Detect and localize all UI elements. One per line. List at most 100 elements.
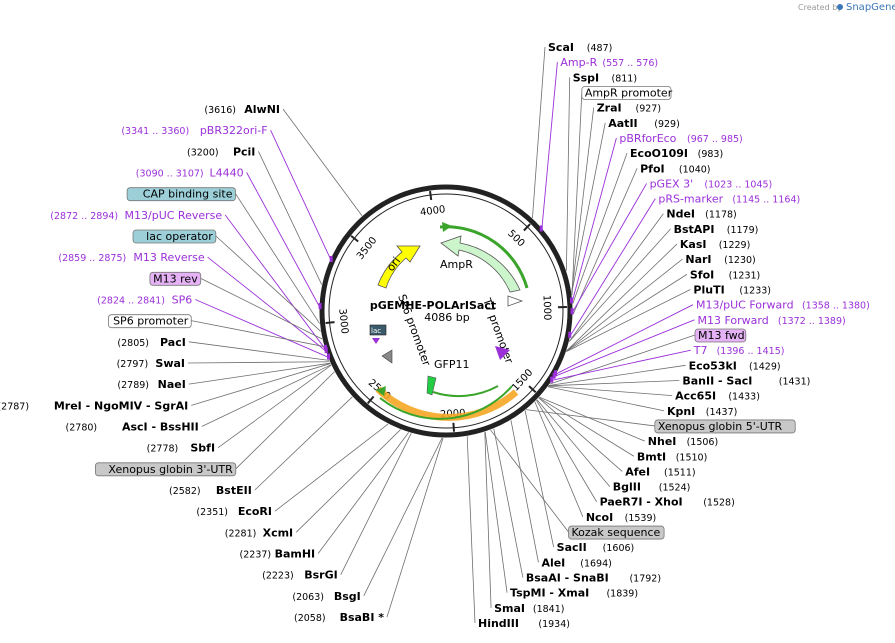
- lac-operator-feature[interactable]: [369, 324, 387, 336]
- feature-name: EcoO109I: [630, 147, 688, 160]
- feature-name: NaeI: [158, 378, 186, 391]
- right-label-28[interactable]: AfeI(1511): [625, 465, 695, 478]
- left-label-17[interactable]: Xenopus globin 3'-UTR: [94, 462, 237, 477]
- left-label-8[interactable]: M13 rev: [149, 271, 202, 286]
- right-label-18[interactable]: M13 Forward(1372 .. 1389): [697, 314, 845, 327]
- t7-feature[interactable]: [495, 346, 510, 360]
- right-label-7[interactable]: EcoO109I(983): [630, 147, 723, 160]
- right-label-0[interactable]: ScaI(487): [548, 41, 612, 54]
- left-label-20[interactable]: XcmI(2281): [225, 526, 293, 539]
- ampr-orf-arrow[interactable]: [439, 225, 529, 289]
- ampr-feature[interactable]: [440, 235, 521, 293]
- m13-rev-feature[interactable]: [372, 338, 380, 344]
- left-label-13[interactable]: NaeI(2789): [117, 378, 185, 391]
- right-label-38[interactable]: HindIII(1934): [478, 617, 570, 630]
- plasmid-size: 4086 bp: [424, 311, 469, 324]
- right-label-32[interactable]: Kozak sequence: [568, 525, 665, 540]
- right-label-2[interactable]: SspI(811): [573, 71, 637, 84]
- left-label-4[interactable]: CAP binding site: [126, 187, 236, 202]
- left-label-22[interactable]: BsrGI(2223): [262, 569, 338, 582]
- feature-position: (2063): [292, 592, 324, 603]
- leader-line: [532, 46, 546, 219]
- feature-name: BstAPI: [674, 223, 715, 236]
- right-label-35[interactable]: BsaAI - SnaBI(1792): [526, 572, 661, 585]
- right-label-17[interactable]: M13/pUC Forward(1358 .. 1380): [696, 299, 870, 312]
- right-label-31[interactable]: NcoI(1539): [586, 511, 656, 524]
- left-label-6[interactable]: lac operator: [132, 229, 217, 244]
- left-label-2[interactable]: PciI(3200): [187, 145, 255, 158]
- right-label-26[interactable]: NheI(1506): [648, 435, 718, 448]
- left-label-24[interactable]: BsaBI *(2058): [294, 611, 384, 624]
- primer-site-marker: [568, 331, 572, 338]
- right-label-3[interactable]: AmpR promoter: [581, 86, 673, 100]
- feature-name: pBR322ori-F: [200, 124, 268, 137]
- leader-line: [207, 256, 326, 351]
- left-label-5[interactable]: M13/pUC Reverse(2872 .. 2894): [50, 209, 222, 222]
- xenopus-utr-feature[interactable]: [375, 386, 519, 421]
- right-label-10[interactable]: pRS-marker(1145 .. 1164): [658, 193, 800, 206]
- left-label-1[interactable]: pBR322ori-F(3341 .. 3360): [121, 124, 267, 137]
- right-label-6[interactable]: pBRforEco(967 .. 985): [619, 132, 742, 145]
- leader-line: [191, 363, 331, 406]
- left-label-23[interactable]: BsgI(2063): [292, 590, 360, 603]
- left-label-10[interactable]: SP6 promoter: [108, 314, 192, 329]
- insert-orf-arrow[interactable]: [379, 385, 513, 420]
- right-label-22[interactable]: BanII - SacI(1431): [682, 374, 810, 387]
- feature-position: (1510): [676, 452, 708, 463]
- left-label-0[interactable]: AlwNI(3616): [204, 103, 280, 116]
- right-label-25[interactable]: Xenopus globin 5'-UTR: [654, 419, 796, 434]
- leader-line: [510, 420, 539, 563]
- right-label-16[interactable]: PluTI(1233): [693, 284, 771, 297]
- feature-name: BmtI: [637, 450, 666, 463]
- gfp11-orf-arrow[interactable]: [432, 385, 499, 398]
- right-label-21[interactable]: Eco53kI(1429): [689, 359, 781, 372]
- left-label-18[interactable]: BstEII(2582): [169, 484, 252, 497]
- right-label-12[interactable]: BstAPI(1179): [674, 223, 759, 236]
- left-label-11[interactable]: PacI(2805): [117, 336, 185, 349]
- ori-feature[interactable]: [377, 245, 421, 289]
- right-label-9[interactable]: pGEX 3'(1023 .. 1045): [650, 177, 773, 190]
- left-label-9[interactable]: SP6(2824 .. 2841): [97, 294, 192, 307]
- right-label-8[interactable]: PfoI(1040): [640, 162, 710, 175]
- right-label-5[interactable]: AatII(929): [608, 117, 680, 130]
- left-label-3[interactable]: L4440(3090 .. 3107): [136, 167, 244, 180]
- leader-line: [187, 361, 330, 364]
- right-label-23[interactable]: Acc65I(1433): [675, 390, 760, 403]
- feature-name: EcoRI: [238, 505, 272, 518]
- right-label-15[interactable]: SfoI(1231): [690, 268, 760, 281]
- right-label-20[interactable]: T7(1396 .. 1415): [693, 344, 785, 357]
- left-label-16[interactable]: SbfI(2778): [147, 442, 215, 455]
- sp6-promoter-arrow[interactable]: [381, 349, 393, 364]
- leader-line: [568, 228, 671, 342]
- right-label-1[interactable]: Amp-R(557 .. 576): [560, 56, 658, 69]
- right-label-27[interactable]: BmtI (1510): [637, 450, 707, 463]
- left-label-7[interactable]: M13 Reverse(2859 .. 2875): [58, 251, 204, 264]
- right-label-14[interactable]: NarI(1230): [685, 253, 755, 266]
- left-label-15[interactable]: AscI - BssHII(2780): [66, 421, 199, 434]
- left-label-21[interactable]: BamHI(2237): [240, 548, 316, 561]
- feature-name: NheI: [648, 435, 677, 448]
- right-label-29[interactable]: BglII(1524): [613, 481, 691, 494]
- right-label-33[interactable]: SacII(1606): [557, 541, 635, 554]
- left-label-12[interactable]: SwaI(2797): [117, 357, 185, 370]
- right-label-34[interactable]: AleI(1694): [541, 556, 611, 569]
- leader-line: [549, 334, 696, 385]
- right-label-4[interactable]: ZraI(927): [597, 102, 661, 115]
- right-label-37[interactable]: SmaI(1841): [494, 602, 564, 615]
- right-label-11[interactable]: NdeI(1178): [666, 208, 736, 221]
- right-label-30[interactable]: PaeR7I - XhoI(1528): [600, 496, 735, 509]
- feature-name: BanII - SacI: [682, 374, 752, 387]
- feature-position: (1023 .. 1045): [704, 179, 772, 190]
- right-label-36[interactable]: TspMI - XmaI(1839): [510, 587, 638, 600]
- right-label-13[interactable]: KasI(1229): [680, 238, 750, 251]
- feature-name: PfoI: [640, 162, 665, 175]
- ampr-promoter-arrow[interactable]: [507, 295, 524, 307]
- right-label-19[interactable]: M13 fwd: [694, 328, 747, 343]
- right-label-24[interactable]: KpnI(1437): [667, 405, 737, 418]
- gfp11-feature[interactable]: [426, 375, 437, 396]
- left-label-14[interactable]: MreI - NgoMIV - SgrAI(2787): [0, 399, 188, 412]
- feature-position: (1229): [719, 240, 751, 251]
- feature-position: (1396 .. 1415): [717, 346, 785, 357]
- left-label-19[interactable]: EcoRI(2351): [196, 505, 272, 518]
- feature-name: M13 Forward: [697, 314, 768, 327]
